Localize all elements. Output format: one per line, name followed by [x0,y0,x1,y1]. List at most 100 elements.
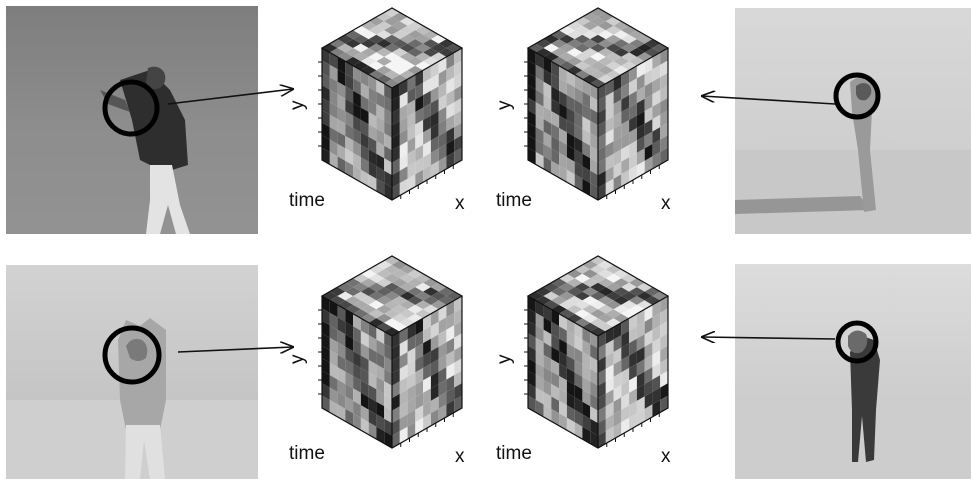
cube-right-cell [446,64,455,82]
cube-right-cell [644,367,653,384]
cube-right-cell [644,144,653,161]
cube-top-cell [605,273,622,283]
cube-left-cell [360,70,369,88]
cube-right-cell [399,166,408,184]
cube-left-cell [368,409,377,427]
cube-left-cell [566,417,575,435]
cube-right-cell [621,82,630,100]
cube-top-cell [368,291,385,301]
cube-left-cell [337,106,346,124]
cube-left-cell [559,78,567,96]
cube-right-cell [446,300,455,318]
cube-right-cell [415,120,424,137]
axis-labels: time x y time x y time x y time x y [287,100,671,467]
cube-top-cell [353,52,369,62]
cube-right-cell [598,120,606,138]
cube-top-cell [574,52,591,62]
cube-right-cell [644,106,653,124]
cube-top-cell [598,48,614,57]
cube-left-cell [376,153,385,171]
cube-right-cell [415,169,424,187]
cube-top-cell [392,74,408,84]
cube-right-cell [454,358,462,376]
cube-left-cell [543,144,552,161]
photo-golfer-backswing [6,6,258,234]
cube-left-cell [376,128,385,146]
cube-right-cell [392,108,400,126]
cube-left-cell [337,56,346,74]
cube-top-cell [384,273,400,283]
cube-outline [320,255,464,449]
cube-right-cell [660,48,668,65]
cube-right-cell [446,114,455,132]
cube-left-cell [590,418,598,436]
cube-volume-1a [318,7,464,201]
cube-top-cell [399,273,416,283]
cube-left-cell [528,135,536,152]
cube-left-cell [535,387,544,405]
cube-right-cell [660,147,668,165]
cube-left-cell [384,96,392,113]
cube-left-cell [543,156,552,174]
cube-left-cell [566,318,575,336]
cube-left-cell [566,355,575,373]
cube-top-cell [605,309,622,319]
cube-right-cell [399,104,408,121]
cube-right-cell [605,389,614,407]
cube-right-cell [629,351,637,368]
cube-left-cell [566,368,575,385]
cube-left-cell [566,380,575,398]
cube-top-cell [636,291,653,301]
cube-top-cell [322,291,338,301]
cube-left-cell [543,304,552,322]
cube-left-cell [322,97,330,115]
cube-top-cell [598,30,614,40]
cube-right-cell [636,61,645,79]
cube-left-cell [368,174,377,192]
cube-top-cell [621,291,637,301]
arrow-1b [702,96,836,105]
cube-right-cell [660,308,668,326]
cube-top-cell [590,282,606,292]
cube-right-cell [660,296,668,313]
cube-top-cell [392,30,408,40]
cube-left-cell [535,312,544,330]
cube-right-cell [629,338,637,356]
arrow-1a [167,89,293,105]
cube-top-cell [376,12,392,22]
cube-right-cell [399,79,408,96]
cube-top-cell [551,48,567,57]
cube-right-cell [454,48,462,65]
cube-top-cell [629,304,645,314]
cube-right-cell [454,320,462,338]
cube-left-cell [368,335,377,352]
cube-left-cell [574,322,583,340]
cube-volume-2b [524,255,670,449]
cube-left-cell [360,144,369,162]
cube-left-cell [360,330,369,348]
cube-top-cell [605,300,622,310]
cube-top-cell [329,287,346,296]
cube-right-cell [430,371,439,389]
cube-left-cell [551,86,560,104]
cube-right-cell [598,108,606,126]
cube-right-cell [407,136,416,154]
cube-right-cell [629,140,637,158]
cube-top-cell [582,287,598,296]
cube-left-cell [384,108,392,126]
cube-right-cell [652,375,661,392]
cube-left-cell [360,169,369,187]
cube-left-cell [345,148,354,166]
cube-top-cell [613,65,630,75]
cube-left-cell [574,74,583,92]
cube-top-cell [376,269,392,279]
cube-top-cell [392,21,408,31]
cube-left-cell [337,367,346,384]
cube-left-cell [376,426,385,444]
cube-right-cell [605,128,614,146]
label-y-2b: y [494,354,515,364]
cube-right-cell [415,343,424,360]
photo-arms-raised [6,265,258,479]
cube-right-cell [392,381,400,399]
